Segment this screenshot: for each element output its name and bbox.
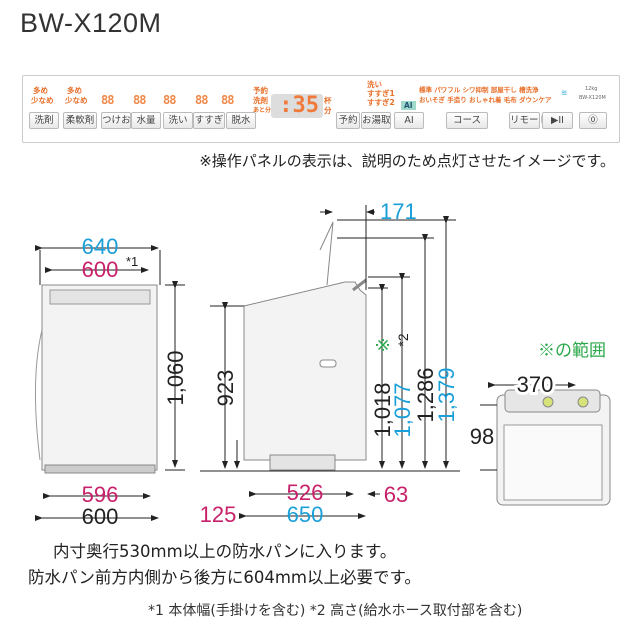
model-label: BW-X120M bbox=[579, 95, 606, 101]
rinse2-indicator: すすぎ2 bbox=[367, 98, 395, 107]
minute-indicator: 分 bbox=[324, 106, 332, 115]
cup-indicator: 杯 bbox=[324, 96, 332, 105]
lid-171-label: 171 bbox=[380, 199, 417, 224]
more-label: 多め bbox=[33, 86, 48, 95]
front-view bbox=[34, 284, 158, 474]
model-title: BW-X120M bbox=[20, 8, 162, 38]
course-button[interactable]: コース bbox=[446, 112, 488, 129]
time-display: :35 bbox=[271, 94, 323, 118]
side-view bbox=[243, 221, 367, 471]
reserve-button[interactable]: 予約 bbox=[336, 112, 360, 129]
pan-note-1: 内寸奥行530mm以上の防水パンに入ります。 bbox=[53, 542, 397, 561]
capacity-label: 12kg bbox=[585, 86, 598, 92]
reserve-indicator: 予約 bbox=[253, 86, 268, 95]
height-1379-label: 1,379 bbox=[434, 367, 459, 422]
detergent-button[interactable]: 洗剤 bbox=[29, 112, 59, 129]
front-width-label: 640 bbox=[82, 234, 119, 259]
rinse-button[interactable]: すすぎ bbox=[193, 112, 225, 129]
top-98-label: 98 bbox=[470, 424, 494, 449]
side-height-label: 923 bbox=[213, 370, 238, 407]
water-level-button[interactable]: 水量 bbox=[131, 112, 161, 129]
height-1077-label: 1,077 bbox=[390, 382, 415, 437]
spin-button[interactable]: 脱水 bbox=[226, 112, 256, 129]
pan-note-2: 防水パン前方内側から後方に604mm以上必要です。 bbox=[28, 568, 421, 587]
height-1286-label: 1,286 bbox=[413, 367, 438, 422]
front-width2-label: 600 bbox=[82, 257, 119, 282]
front-bottom1-label: 596 bbox=[82, 482, 119, 507]
front-height-label: 1,060 bbox=[163, 350, 188, 405]
wash-button[interactable]: 洗い bbox=[163, 112, 193, 129]
remaining-indicator: あと分 bbox=[253, 107, 272, 114]
less-label: 少なめ bbox=[31, 96, 54, 105]
more-label: 多め bbox=[67, 86, 82, 95]
start-pause-button[interactable]: ▶II bbox=[542, 112, 573, 129]
courses-row1: 標準 パワフル シワ抑制 部屋干し 槽洗浄 bbox=[419, 86, 539, 94]
display-digits: 88 bbox=[221, 93, 234, 107]
courses-row2: おいそぎ 手造り おしゃれ着 毛布 ダウンケア bbox=[419, 96, 552, 104]
range-label: ※の範囲 bbox=[538, 341, 606, 360]
display-digits: 88 bbox=[195, 93, 208, 107]
panel-note: ※操作パネルの表示は、説明のため点灯させたイメージです。 bbox=[199, 152, 615, 170]
display-digits: 88 bbox=[133, 93, 146, 107]
top-view bbox=[496, 389, 611, 506]
top-370-label: 370 bbox=[517, 372, 554, 397]
height-1018-label: 1,018 bbox=[370, 382, 395, 437]
depth-526-label: 526 bbox=[287, 480, 324, 505]
ai-button[interactable]: AI bbox=[394, 112, 424, 129]
control-panel: 多め 少なめ 多め 少なめ 88 88 88 88 88 予約 洗剤 あと分 :… bbox=[22, 75, 620, 143]
display-digits: 88 bbox=[101, 93, 114, 107]
detergent-indicator: 洗剤 bbox=[253, 96, 268, 105]
kome-mark: ※ bbox=[373, 337, 393, 352]
wash-indicator: 洗い bbox=[367, 80, 382, 89]
bath-water-button[interactable]: お湯取 bbox=[361, 112, 391, 129]
ai-indicator: AI bbox=[401, 101, 416, 110]
depth-63-label: 63 bbox=[384, 482, 408, 507]
softener-button[interactable]: 柔軟剤 bbox=[63, 112, 97, 129]
depth-650-label: 650 bbox=[287, 502, 324, 527]
wifi-icon: ≋ bbox=[561, 88, 568, 97]
foot-125-label: 125 bbox=[200, 502, 237, 527]
soak-button[interactable]: つけおき bbox=[101, 112, 140, 129]
power-button[interactable]: ⓪ bbox=[579, 112, 607, 129]
rinse1-indicator: すすぎ1 bbox=[367, 89, 395, 98]
remote-button[interactable]: リモート bbox=[509, 112, 548, 129]
less-label: 少なめ bbox=[65, 96, 88, 105]
star1-mark: *1 bbox=[126, 254, 138, 269]
display-digits: 88 bbox=[163, 93, 176, 107]
star2-mark: *2 bbox=[395, 333, 411, 346]
front-bottom2-label: 600 bbox=[82, 504, 119, 529]
footnote: *1 本体幅(手掛けを含む) *2 高さ(給水ホース取付部を含む) bbox=[148, 603, 523, 619]
